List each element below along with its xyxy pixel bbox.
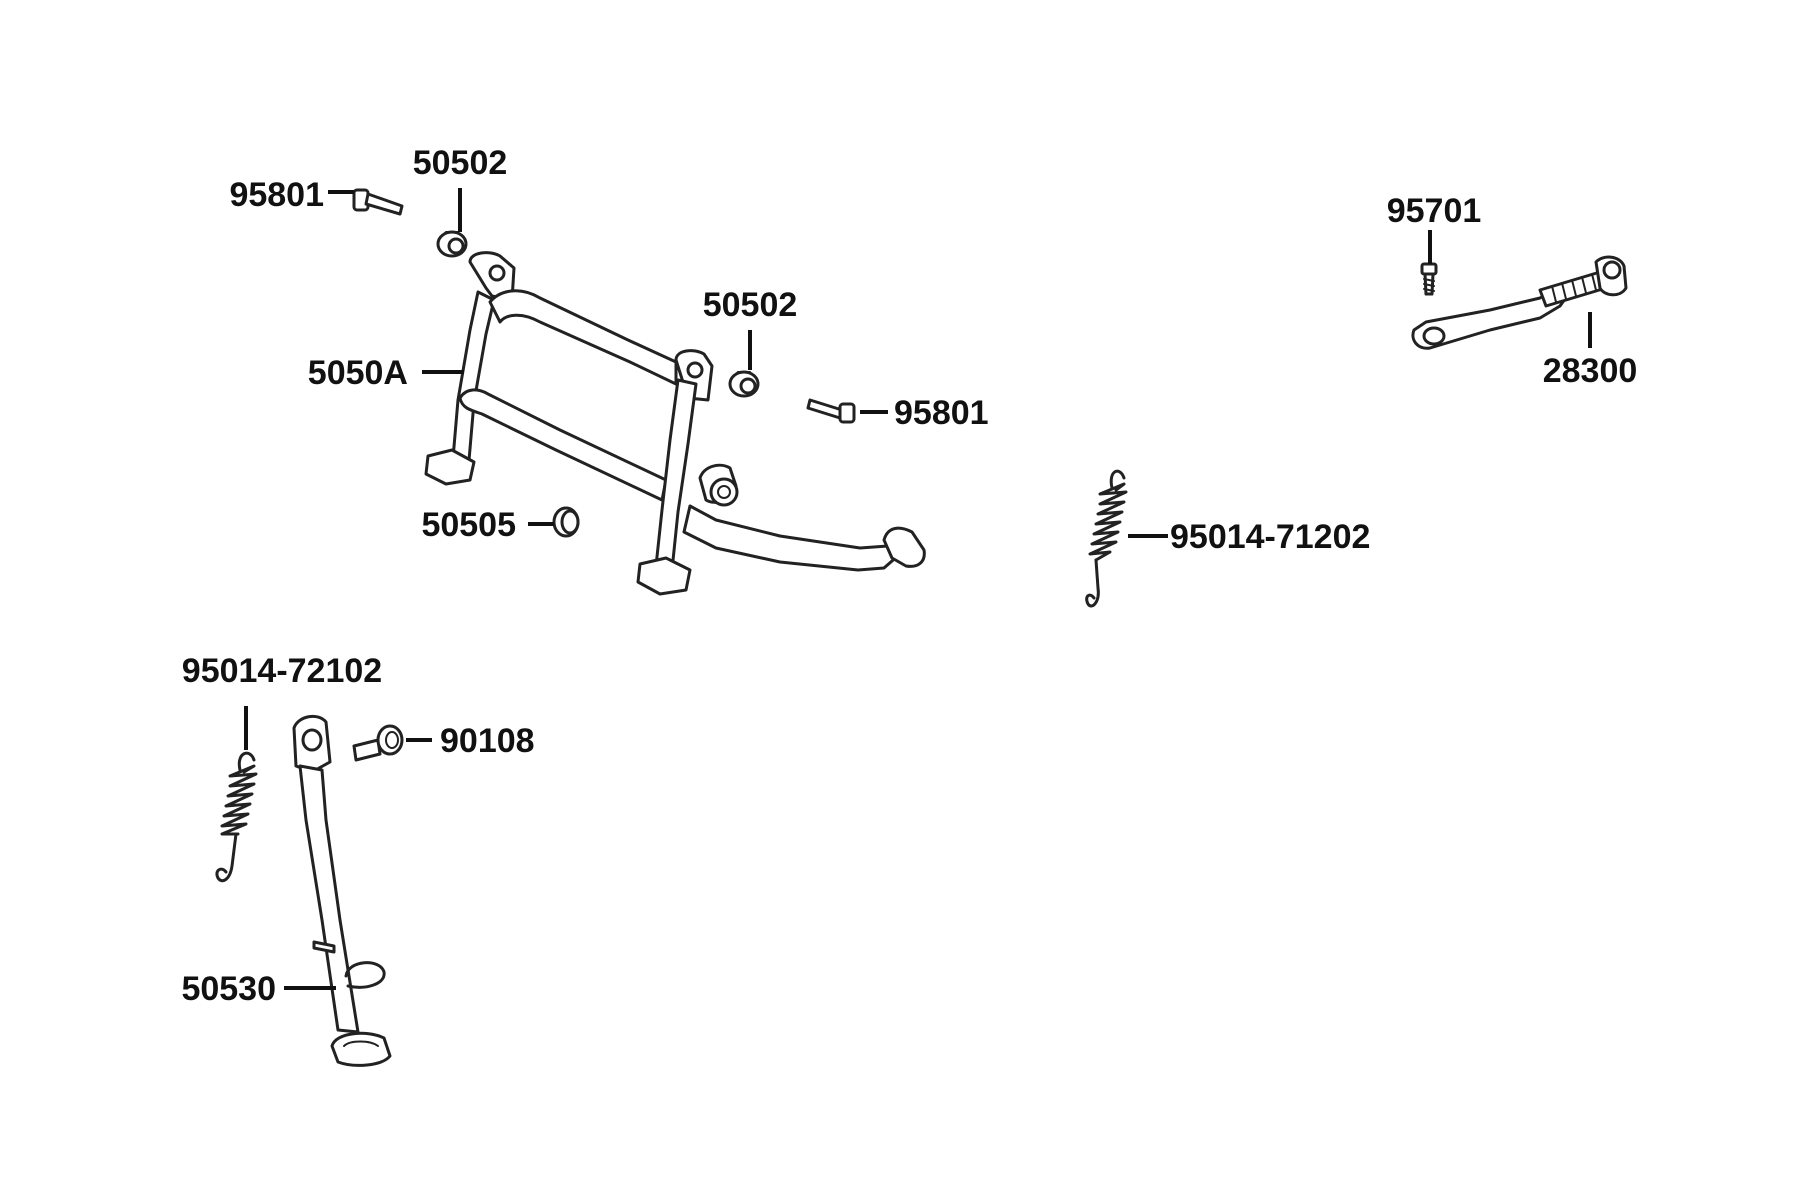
callout-50502-middle: 50502 [703,286,798,324]
callout-50530: 50530 [181,970,276,1008]
bushing-50502-middle [728,370,760,398]
callout-labels: 95801 50502 5050A 50502 95801 50505 9501… [181,144,1637,1008]
callout-95014-71202: 95014-71202 [1170,518,1370,556]
spring-95014-72102 [215,751,258,883]
callout-28300: 28300 [1543,352,1638,390]
kick-lever-28300 [1411,255,1628,350]
leader-lines [244,188,1592,990]
bolt-95801-top [352,188,404,216]
callout-5050A: 5050A [308,354,408,392]
bolt-95801-middle [806,398,856,424]
callout-95014-72102: 95014-72102 [182,652,382,690]
callout-90108: 90108 [440,722,535,760]
side-stand-50530 [292,714,392,1067]
callout-95701: 95701 [1387,192,1482,230]
center-stand [424,251,926,596]
screw-95701 [1420,262,1438,296]
callout-95801-middle: 95801 [894,394,989,432]
collar-50505 [552,506,580,538]
callout-50505: 50505 [421,506,516,544]
callout-95801-top: 95801 [229,176,324,214]
callout-50502-top: 50502 [413,144,508,182]
spring-95014-71202 [1085,469,1128,608]
bolt-90108 [352,724,404,762]
bushing-50502-top [436,230,468,258]
